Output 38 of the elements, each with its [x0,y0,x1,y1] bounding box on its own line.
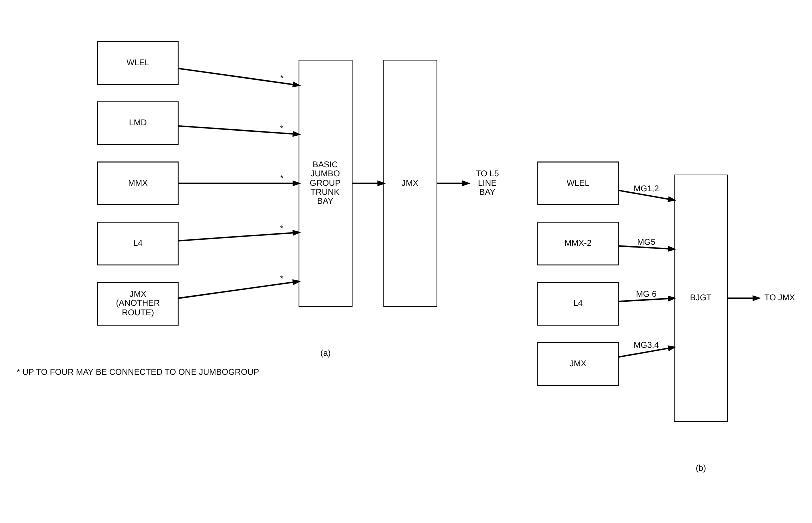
node-box: MMX-2 [538,222,619,266]
node-box: JMX [538,342,619,386]
edge-label: MG 6 [636,288,657,299]
arrow [618,190,677,202]
edge-label: * [280,224,284,234]
edge-label: MG1,2 [634,184,660,194]
arrow [437,180,471,187]
arrow [178,125,302,138]
node-box: LMD [97,102,179,146]
edge-label: * [280,173,284,184]
node-text: TO JMX [764,292,796,303]
edge-label: * [280,124,284,134]
arrow [618,245,677,252]
edge-label: MG5 [637,236,656,247]
arrow [618,346,677,358]
node-box: L4 [538,282,619,326]
label: (a) [320,348,331,358]
edge-label: * [280,73,284,84]
node-box: L4 [97,222,179,266]
arrow [178,180,302,187]
node-box: JMX (ANOTHER ROUTE) [97,282,179,326]
node-box: WLEL [538,162,619,206]
label: * UP TO FOUR MAY BE CONNECTED TO ONE JUMBOGROUP [17,366,260,377]
arrow [178,68,302,88]
node-box: BJGT [674,174,728,422]
edge-label: MG3,4 [634,340,660,350]
arrow [352,180,386,187]
node-text: TO L5 LINE BAY [476,168,500,197]
node-box: MMX [97,162,179,206]
arrow [728,295,762,302]
node-box: WLEL [97,41,179,85]
edge-label: * [280,273,284,284]
node-box: JMX [384,60,438,308]
label: (b) [696,462,706,473]
arrow [178,280,302,300]
arrow [618,296,677,302]
arrow [178,230,302,242]
node-box: BASIC JUMBO GROUP TRUNK BAY [298,60,353,308]
